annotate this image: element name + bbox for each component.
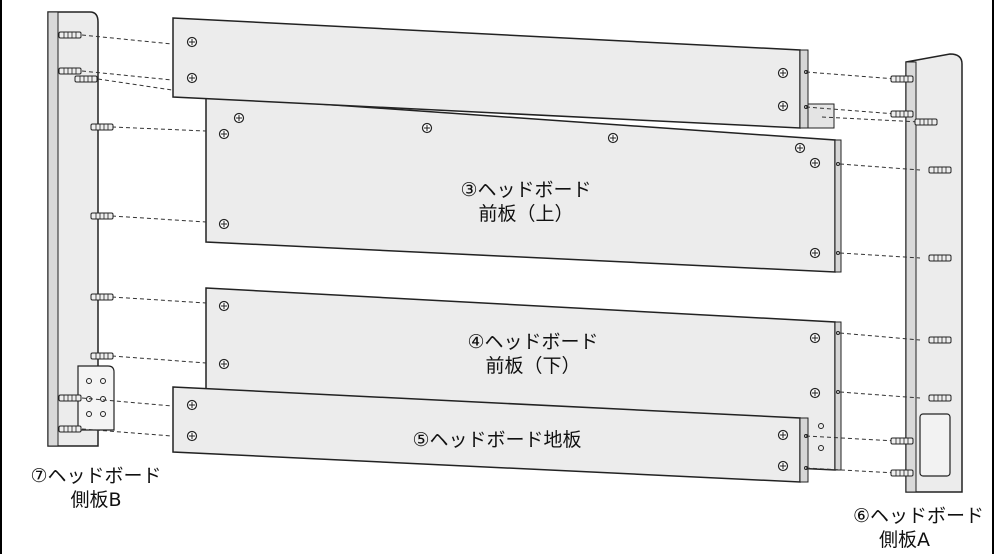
panel-3-name: ③ヘッドボード: [460, 179, 592, 201]
side-panel-b: [47, 11, 99, 447]
panel-3-label: ③ヘッドボード 前板（上）: [460, 178, 591, 226]
panel-5-label: ⑤ヘッドボード地板: [412, 428, 581, 452]
panel-4-part: 前板（下）: [485, 355, 581, 377]
connection-lines-right: [805, 71, 921, 474]
panel-4-label: ④ヘッドボード 前板（下）: [467, 330, 598, 378]
panel-7-part: 側板B: [70, 489, 122, 511]
panel-6-name: ⑥ヘッドボード: [852, 505, 984, 527]
side-panel-a: [905, 53, 963, 493]
panel-4-name: ④ヘッドボード: [467, 331, 599, 353]
screw-hole-icon: [804, 70, 840, 470]
panel-6-part: 側板A: [879, 529, 930, 551]
panel-5-name: ⑤ヘッドボード地板: [412, 429, 582, 451]
panel-7-label: ⑦ヘッドボード 側板B: [30, 464, 161, 512]
panel-7-name: ⑦ヘッドボード: [30, 465, 162, 487]
bracket-icon: [77, 365, 115, 431]
right-border: [992, 0, 994, 554]
connection-lines-left: [81, 34, 207, 437]
left-border: [0, 0, 2, 554]
panel-3-part: 前板（上）: [478, 203, 574, 225]
panel-6-label: ⑥ヘッドボード 側板A: [853, 504, 984, 552]
bracket-icon: [919, 413, 951, 477]
front-panel-upper: [205, 95, 842, 273]
